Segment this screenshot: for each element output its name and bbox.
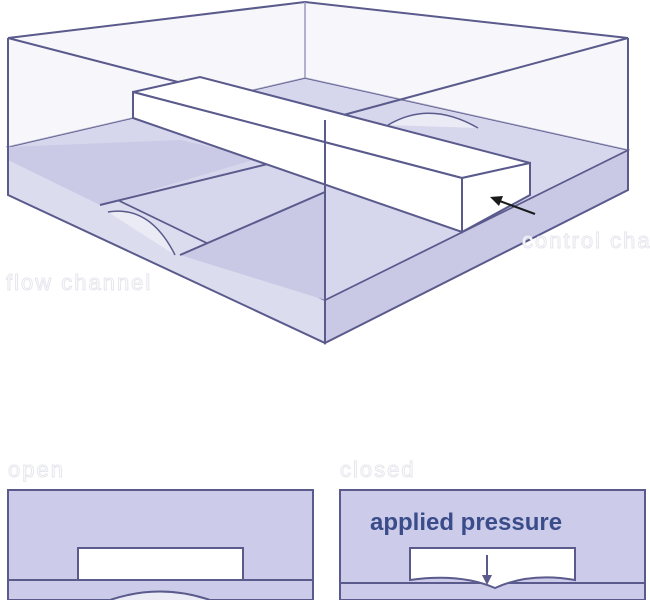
closed-control-channel [409,547,576,590]
control-channel-dome [387,112,479,129]
floor-divider [179,191,326,256]
label-flow-channel: flow channel [6,270,152,295]
label-control-channel-line1: control channel [522,228,650,253]
label-open: open [8,457,65,482]
open-control-channel [77,547,244,581]
down-arrow-icon [482,555,492,585]
label-closed: closed [340,457,416,482]
applied-pressure-label: applied pressure [370,509,562,536]
box-back-wall [8,2,628,150]
open-panel [7,489,314,600]
flow-channel-bump [107,210,176,256]
block-3d [5,0,631,345]
closed-panel [339,489,646,600]
floor-patch [8,140,260,205]
floor-patch [180,192,325,300]
arrow-icon [490,196,536,215]
open-flow-membrane [109,590,211,600]
